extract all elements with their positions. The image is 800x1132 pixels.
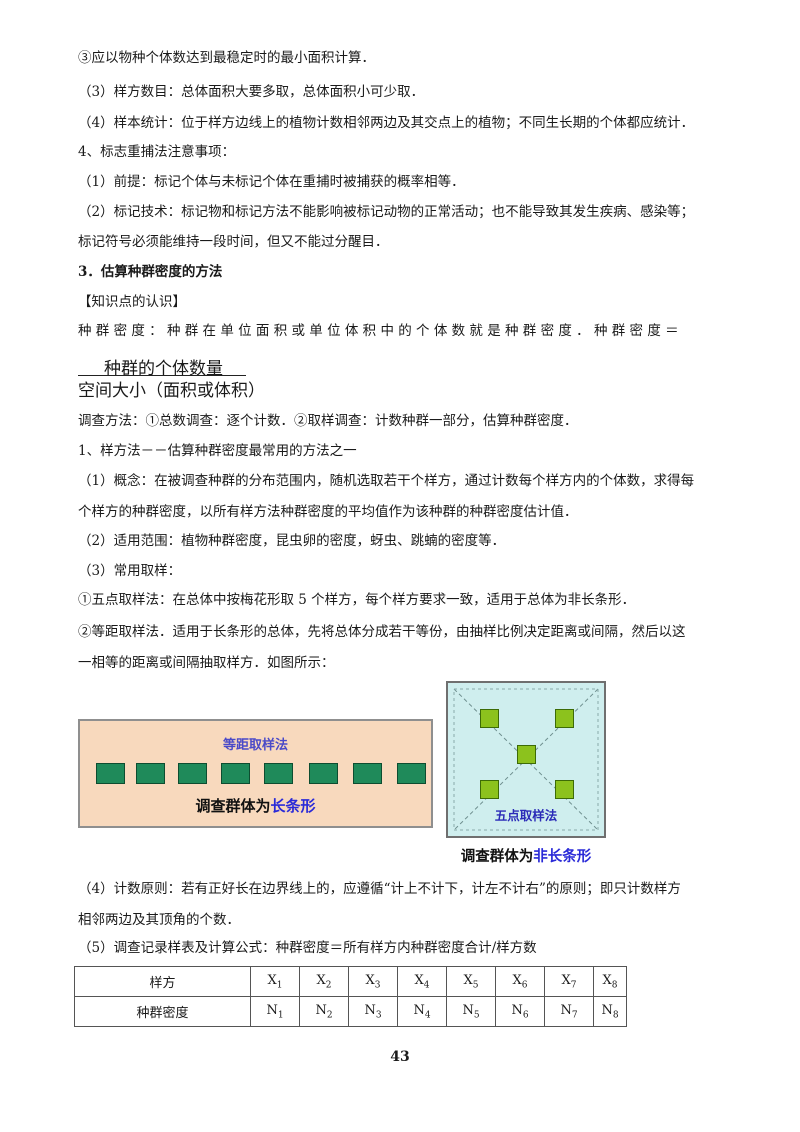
text-line: （3）常用取样： bbox=[78, 563, 182, 579]
sample-plot bbox=[96, 763, 125, 784]
table-cell: X4 bbox=[397, 966, 447, 997]
table-cell: N5 bbox=[446, 996, 496, 1027]
five-diagram-caption: 调查群体为非长条形 bbox=[460, 849, 592, 865]
table-cell: X3 bbox=[348, 966, 398, 997]
text-line: （4）计数原则：若有正好长在边界线上的，应遵循“计上不计下，计左不计右”的原则；… bbox=[78, 881, 681, 897]
sample-plot bbox=[555, 709, 574, 728]
text-line: （2）标记技术：标记物和标记方法不能影响被标记动物的正常活动；也不能导致其发生疾… bbox=[78, 204, 695, 220]
text-line: （4）样本统计：位于样方边线上的植物计数相邻两边及其交点上的植物；不同生长期的个… bbox=[78, 115, 695, 131]
text-line: ②等距取样法．适用于长条形的总体，先将总体分成若干等份，由抽样比例决定距离或间隔… bbox=[78, 624, 686, 640]
text-line: 1、样方法－－估算种群密度最常用的方法之一 bbox=[78, 443, 357, 459]
table-header-cell: 样方 bbox=[74, 966, 251, 997]
equal-diagram-title: 等距取样法 bbox=[222, 738, 288, 753]
table-cell: N1 bbox=[250, 996, 300, 1027]
fraction-numerator: 种群的个体数量 bbox=[104, 359, 223, 379]
text-line: 一相等的距离或间隔抽取样方．如图所示： bbox=[78, 655, 335, 671]
table-cell: N8 bbox=[593, 996, 627, 1027]
equal-diagram-caption: 调查群体为长条形 bbox=[195, 797, 316, 815]
page-number: 43 bbox=[390, 1049, 410, 1065]
text-line: 标记符号必须能维持一段时间，但又不能过分醒目． bbox=[78, 234, 389, 250]
definition-line: 种 群 密 度 ： 种 群 在 单 位 面 积 或 单 位 体 积 中 的 个 … bbox=[78, 323, 679, 339]
table-row: 样方 X1 X2 X3 X4 X5 X6 X7 X8 bbox=[74, 966, 627, 997]
table-cell: N6 bbox=[495, 996, 545, 1027]
sample-plot bbox=[309, 763, 338, 784]
sample-plot bbox=[353, 763, 382, 784]
text-line: （1）前提：标记个体与未标记个体在重捕时被捕获的概率相等． bbox=[78, 174, 465, 190]
text-line: 调查方法：①总数调查：逐个计数．②取样调查：计数种群一部分，估算种群密度． bbox=[78, 413, 578, 429]
sample-plot bbox=[555, 780, 574, 799]
sample-plot bbox=[397, 763, 426, 784]
table-cell: X2 bbox=[299, 966, 349, 997]
table-header-cell: 种群密度 bbox=[74, 996, 251, 1027]
sample-plot bbox=[480, 709, 499, 728]
five-point-sampling-diagram: 五点取样法 bbox=[446, 681, 606, 838]
text-line: 【知识点的认识】 bbox=[78, 294, 186, 310]
sample-plot bbox=[517, 745, 536, 764]
text-line: （3）样方数目：总体面积大要多取，总体面积小可少取． bbox=[78, 84, 425, 100]
text-line: （1）概念：在被调查种群的分布范围内，随机选取若干个样方，通过计数每个样方内的个… bbox=[78, 473, 695, 489]
table-cell: X8 bbox=[593, 966, 627, 997]
fraction-denominator: 空间大小（面积或体积） bbox=[78, 381, 265, 401]
table-cell: X5 bbox=[446, 966, 496, 997]
text-line: （5）调查记录样表及计算公式：种群密度＝所有样方内种群密度合计/样方数 bbox=[78, 940, 537, 956]
sample-plot bbox=[136, 763, 165, 784]
sample-plot bbox=[480, 780, 499, 799]
table-cell: N2 bbox=[299, 996, 349, 1027]
table-cell: X7 bbox=[544, 966, 594, 997]
table-cell: N3 bbox=[348, 996, 398, 1027]
text-line: 相邻两边及其顶角的个数． bbox=[78, 912, 240, 928]
table-cell: N7 bbox=[544, 996, 594, 1027]
section-heading: 3．估算种群密度的方法 bbox=[78, 264, 223, 280]
table-cell: X6 bbox=[495, 966, 545, 997]
text-line: 4、标志重捕法注意事项： bbox=[78, 144, 236, 160]
equal-distance-sampling-diagram: 等距取样法 调查群体为长条形 bbox=[78, 719, 433, 828]
five-diagram-label: 五点取样法 bbox=[494, 808, 558, 823]
sample-plot bbox=[264, 763, 293, 784]
text-line: ③应以物种个体数达到最稳定时的最小面积计算． bbox=[78, 50, 375, 66]
sample-plot bbox=[178, 763, 207, 784]
record-table: 样方 X1 X2 X3 X4 X5 X6 X7 X8 种群密度 N1 N2 N3… bbox=[74, 966, 627, 1027]
fraction-bar bbox=[78, 375, 246, 376]
text-line: 个样方的种群密度，以所有样方法种群密度的平均值作为该种群的种群密度估计值． bbox=[78, 504, 578, 520]
table-row: 种群密度 N1 N2 N3 N4 N5 N6 N7 N8 bbox=[74, 996, 627, 1027]
text-line: ①五点取样法：在总体中按梅花形取 5 个样方，每个样方要求一致，适用于总体为非长… bbox=[78, 592, 636, 608]
table-cell: N4 bbox=[397, 996, 447, 1027]
table-cell: X1 bbox=[250, 966, 300, 997]
sample-plot bbox=[221, 763, 250, 784]
text-line: （2）适用范围：植物种群密度，昆虫卵的密度，蚜虫、跳蝻的密度等． bbox=[78, 533, 506, 549]
